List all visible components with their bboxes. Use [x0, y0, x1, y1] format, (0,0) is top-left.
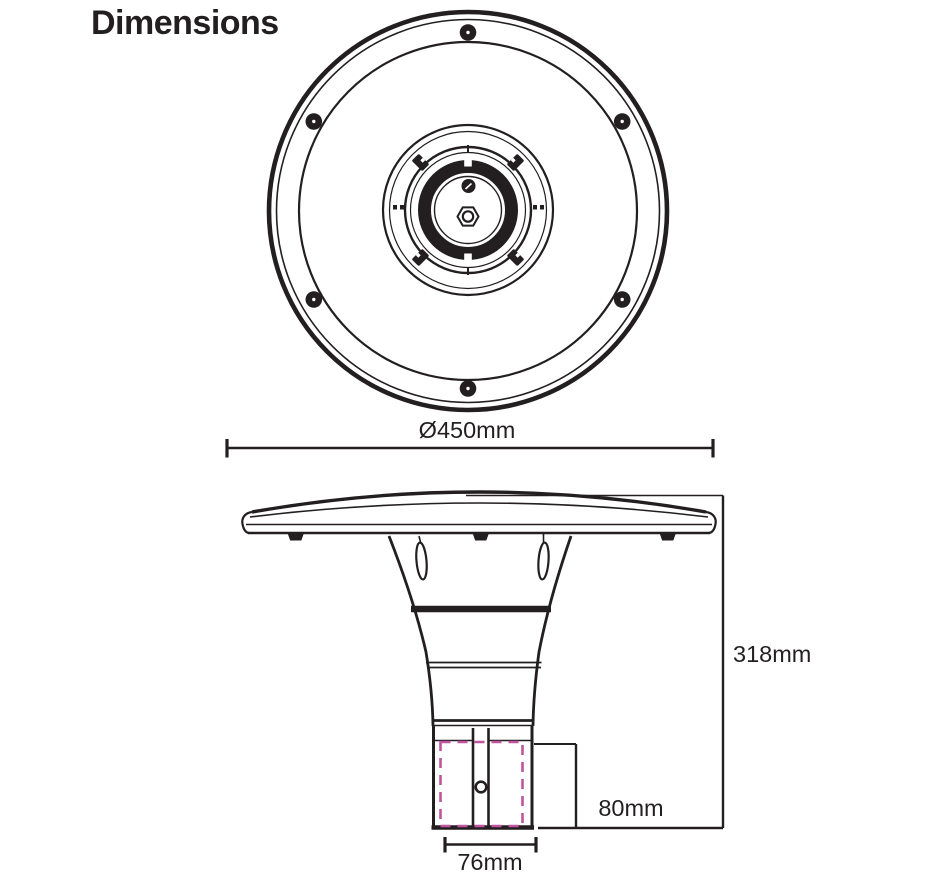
top-view: Ø450mm: [225, 9, 715, 458]
neck-right-edge: [531, 535, 573, 727]
pole-depth-label: 80mm: [598, 795, 663, 821]
hub-outer-circle: [381, 123, 555, 297]
pole-entry-outline: [439, 740, 524, 828]
spigot-width-dimension: 76mm: [443, 837, 538, 875]
spigot-screw: [474, 780, 488, 794]
hub-bore-circle: [433, 175, 503, 245]
center-screw-hole: [461, 179, 476, 193]
mounting-hub: [381, 123, 555, 297]
page-title: Dimensions: [91, 4, 279, 42]
band-notch-top: [464, 159, 472, 167]
neck-left-edge: [387, 535, 435, 727]
bolt-hole: [305, 291, 323, 308]
diameter-label: Ø450mm: [419, 417, 516, 443]
outer-rim-circle: [266, 9, 670, 413]
neck: [387, 535, 573, 727]
hub-clamp-bracket: [412, 249, 429, 266]
bolt-hole: [613, 291, 631, 308]
diameter-dimension: Ø450mm: [225, 417, 715, 458]
pole-depth-dimension: 80mm: [534, 743, 664, 828]
canopy-crown-curve: [251, 490, 707, 514]
canopy-left-cap: [241, 510, 253, 535]
hub-clamp-bracket: [507, 249, 524, 266]
canopy: [241, 490, 717, 541]
canopy-upper-curve: [249, 502, 709, 518]
spigot-width-label: 76mm: [457, 849, 522, 875]
hub-clamp-bracket: [507, 154, 524, 171]
band-notch-bottom: [464, 253, 472, 261]
lens-circle: [297, 40, 639, 382]
canopy-feet: [287, 533, 676, 541]
height-label: 318mm: [733, 641, 811, 667]
hub-outer-inner-circle: [388, 130, 548, 290]
bolt-hole: [613, 113, 631, 130]
side-view: 318mm 80mm 76mm: [241, 490, 811, 875]
cable-loop-left: [415, 535, 428, 581]
canopy-right-cap: [705, 510, 717, 535]
center-hex-nut: [456, 206, 480, 227]
rim-inner-edge-circle: [275, 18, 661, 404]
bolt-hole: [305, 113, 323, 130]
cable-loop-right: [537, 533, 550, 581]
mounting-bolt-holes: [305, 24, 631, 397]
height-dimension: 318mm: [466, 494, 811, 830]
spigot: [431, 726, 534, 830]
hub-side-slots: [393, 205, 544, 210]
bolt-hole: [459, 380, 477, 397]
bolt-hole: [459, 24, 477, 41]
hub-clamp-bracket: [412, 154, 429, 171]
